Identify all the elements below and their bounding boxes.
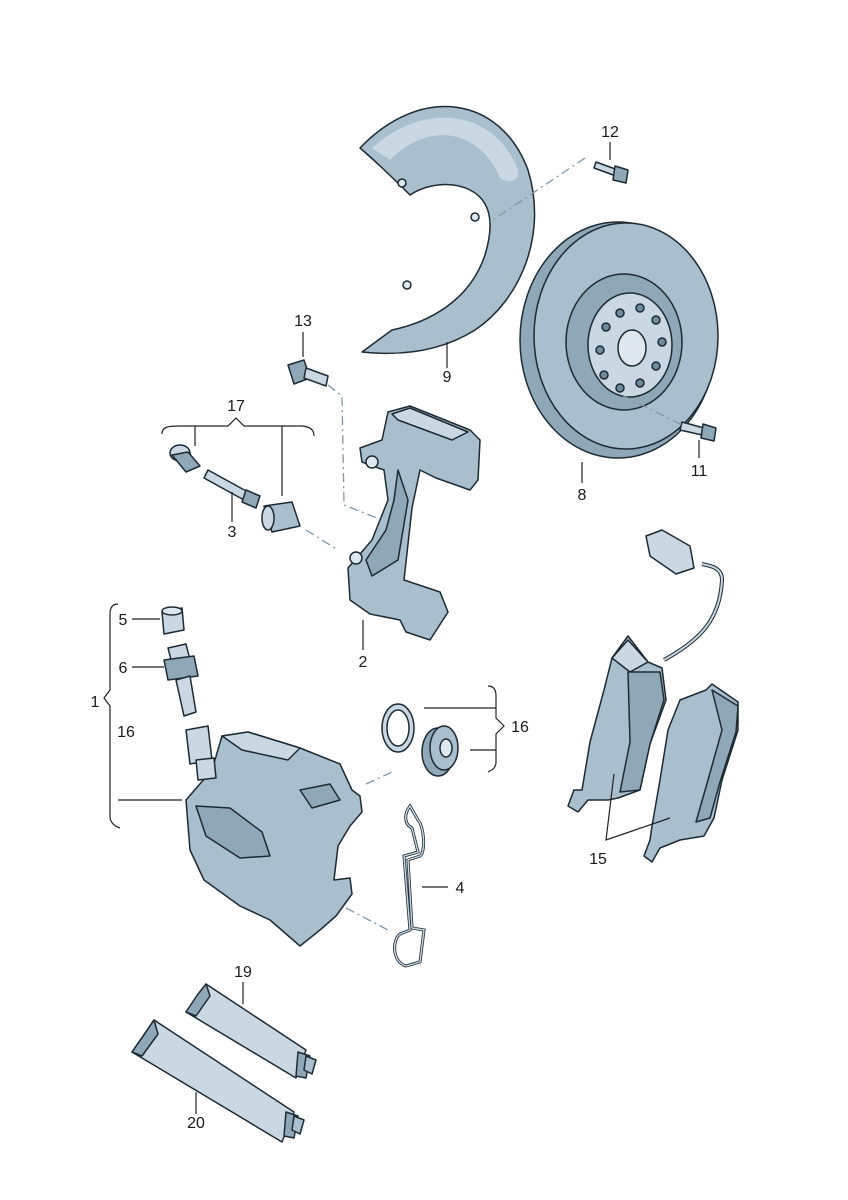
label-17: 17 bbox=[227, 398, 245, 415]
group-bracket-1 bbox=[103, 603, 182, 829]
label-3: 3 bbox=[228, 524, 237, 541]
bolt-13 bbox=[287, 332, 329, 387]
label-5: 5 bbox=[119, 612, 128, 629]
guide-bushing bbox=[261, 501, 301, 533]
group-bracket-16 bbox=[424, 685, 505, 773]
bleeder-screw bbox=[132, 643, 199, 717]
bolt-12 bbox=[593, 142, 629, 184]
brake-pad-outer bbox=[643, 683, 739, 863]
guide-pin bbox=[203, 469, 261, 522]
retaining-spring bbox=[393, 803, 448, 968]
callout-labels: 12 13 9 17 11 8 3 5 2 6 1 16 16 15 4 19 … bbox=[91, 124, 708, 1132]
splash-shield bbox=[359, 105, 536, 368]
label-11: 11 bbox=[691, 463, 708, 480]
brake-pad-inner bbox=[567, 635, 667, 813]
label-12: 12 bbox=[601, 124, 619, 141]
bleeder-cap bbox=[132, 606, 185, 635]
brake-disc bbox=[519, 221, 719, 483]
label-2: 2 bbox=[359, 654, 368, 671]
caliper-carrier bbox=[347, 405, 481, 650]
caliper-bleeder-nipple bbox=[185, 725, 217, 781]
label-1: 1 bbox=[91, 694, 100, 711]
bolt-11 bbox=[679, 421, 717, 458]
disc-bolt-holes bbox=[595, 303, 667, 393]
label-8: 8 bbox=[578, 487, 587, 504]
label-6: 6 bbox=[119, 660, 128, 677]
brake-caliper bbox=[185, 725, 363, 947]
label-13: 13 bbox=[294, 313, 312, 330]
label-15: 15 bbox=[589, 851, 607, 868]
grease-tube-19 bbox=[185, 982, 317, 1079]
guide-cap bbox=[169, 444, 201, 473]
group-bracket-17 bbox=[161, 417, 315, 496]
wear-sensor bbox=[645, 529, 725, 662]
label-19: 19 bbox=[234, 964, 252, 981]
label-20: 20 bbox=[187, 1115, 205, 1132]
grease-tube-20 bbox=[131, 1019, 305, 1143]
label-4: 4 bbox=[456, 880, 465, 897]
label-16-left: 16 bbox=[117, 724, 135, 741]
piston-seal bbox=[381, 703, 415, 753]
piston bbox=[421, 725, 459, 777]
label-16-right: 16 bbox=[511, 719, 529, 736]
label-9: 9 bbox=[443, 369, 452, 386]
